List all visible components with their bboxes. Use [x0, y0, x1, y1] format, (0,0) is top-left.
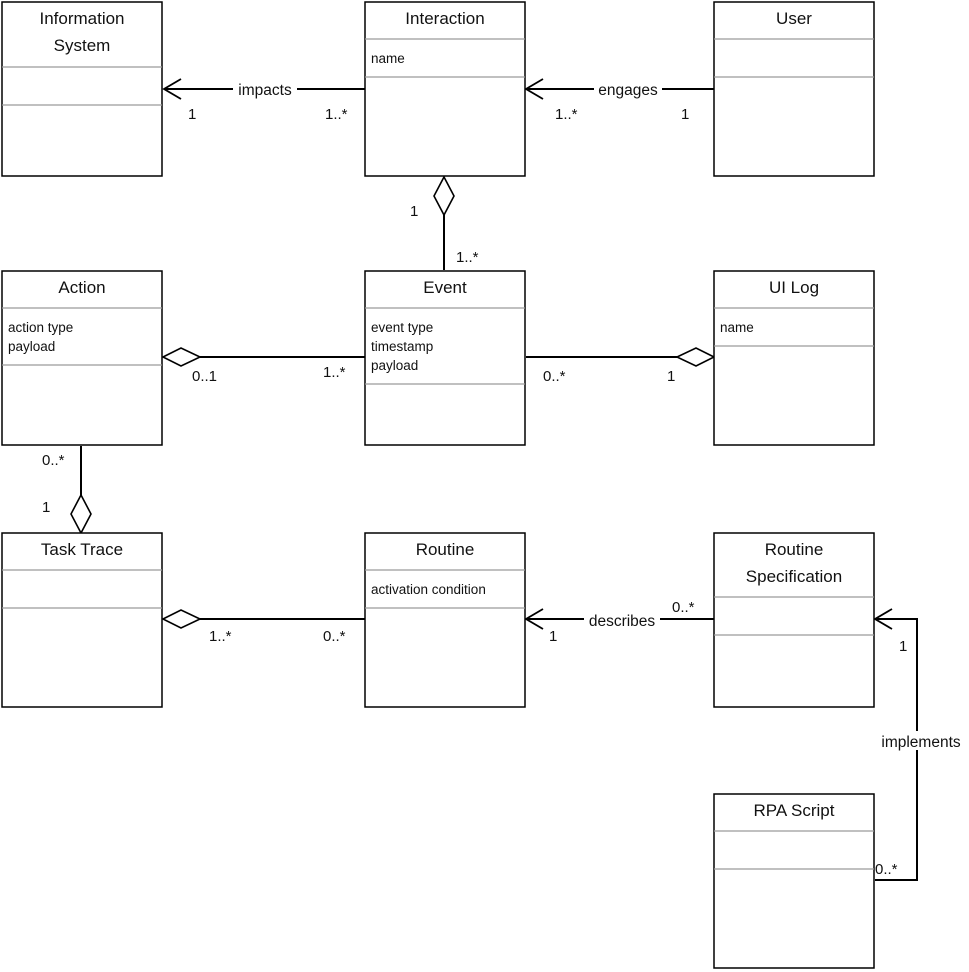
- open-arrow-icon: [524, 78, 544, 100]
- open-arrow-icon: [873, 608, 893, 630]
- multiplicity-implements-target: 1: [899, 638, 907, 655]
- class-name: Interaction: [405, 9, 484, 28]
- attribute-name: name: [720, 320, 754, 335]
- class-name: Action: [58, 278, 105, 297]
- class-name: User: [776, 9, 812, 28]
- class-name: RPA Script: [754, 801, 835, 820]
- multiplicity-describes-target: 1: [549, 628, 557, 645]
- class-name-line-1: Routine: [765, 540, 824, 559]
- attribute-payload: payload: [8, 339, 55, 354]
- multiplicity-uilog-whole: 1: [667, 368, 675, 385]
- class-name-line-2: Specification: [746, 567, 842, 586]
- class-rpa-script[interactable]: RPA Script: [713, 793, 875, 969]
- edge-tasktrace-action-aggregation[interactable]: [70, 446, 92, 535]
- multiplicity-action-part-of-tasktrace: 0..*: [42, 452, 65, 469]
- multiplicity-impacts-source: 1..*: [325, 106, 348, 123]
- class-name: UI Log: [769, 278, 819, 297]
- attribute-action-type: action type: [8, 320, 73, 335]
- attribute-timestamp: timestamp: [371, 339, 433, 354]
- multiplicity-impacts-target: 1: [188, 106, 196, 123]
- class-name: Task Trace: [41, 540, 123, 559]
- class-task-trace[interactable]: Task Trace: [1, 532, 163, 708]
- class-routine[interactable]: Routine activation condition: [364, 532, 526, 708]
- multiplicity-tasktrace-whole: 1: [42, 499, 50, 516]
- class-event[interactable]: Event event type timestamp payload: [364, 270, 526, 446]
- class-name-line-1: Information: [39, 9, 124, 28]
- multiplicity-describes-source: 0..*: [672, 599, 695, 616]
- edge-label-describes: describes: [589, 613, 656, 630]
- multiplicity-event-part-of-uilog: 0..*: [543, 368, 566, 385]
- edge-label-implements: implements: [881, 734, 960, 751]
- aggregation-diamond-icon: [161, 609, 202, 629]
- edge-implements[interactable]: implements: [873, 608, 966, 881]
- aggregation-diamond-icon: [675, 347, 716, 367]
- open-arrow-icon: [162, 78, 182, 100]
- edge-label-engages: engages: [598, 82, 658, 99]
- class-name: Event: [423, 278, 467, 297]
- edge-tasktrace-routine-aggregation[interactable]: [161, 609, 365, 629]
- edge-impacts[interactable]: impacts: [162, 78, 365, 100]
- class-interaction[interactable]: Interaction name: [364, 1, 526, 177]
- attribute-event-type: event type: [371, 320, 433, 335]
- edge-action-event-aggregation[interactable]: [161, 347, 365, 367]
- class-information-system[interactable]: Information System: [1, 1, 163, 177]
- attribute-name: name: [371, 51, 405, 66]
- attribute-payload: payload: [371, 358, 418, 373]
- multiplicity-routine-part: 0..*: [323, 628, 346, 645]
- edge-label-impacts: impacts: [238, 82, 292, 99]
- multiplicity-event-part-of-interaction: 1..*: [456, 249, 479, 266]
- aggregation-diamond-icon: [161, 347, 202, 367]
- attribute-activation-condition: activation condition: [371, 582, 486, 597]
- aggregation-diamond-icon: [70, 493, 92, 535]
- class-user[interactable]: User: [713, 1, 875, 177]
- class-routine-specification[interactable]: Routine Specification: [713, 532, 875, 708]
- multiplicity-implements-source: 0..*: [875, 861, 898, 878]
- multiplicity-engages-source: 1: [681, 106, 689, 123]
- class-name: Routine: [416, 540, 475, 559]
- edge-uilog-event-aggregation[interactable]: [526, 347, 716, 367]
- open-arrow-icon: [524, 608, 544, 630]
- multiplicity-engages-target: 1..*: [555, 106, 578, 123]
- edge-describes[interactable]: describes: [524, 608, 714, 630]
- class-name-line-2: System: [54, 36, 111, 55]
- edge-interaction-event-aggregation[interactable]: [433, 175, 455, 270]
- aggregation-diamond-icon: [433, 175, 455, 217]
- edge-engages[interactable]: engages: [524, 78, 714, 100]
- multiplicity-interaction-whole: 1: [410, 203, 418, 220]
- multiplicity-event-part-of-action: 1..*: [323, 364, 346, 381]
- multiplicity-tasktrace-in-routine: 1..*: [209, 628, 232, 645]
- class-ui-log[interactable]: UI Log name: [713, 270, 875, 446]
- multiplicity-action-whole: 0..1: [192, 368, 217, 385]
- class-action[interactable]: Action action type payload: [1, 270, 163, 446]
